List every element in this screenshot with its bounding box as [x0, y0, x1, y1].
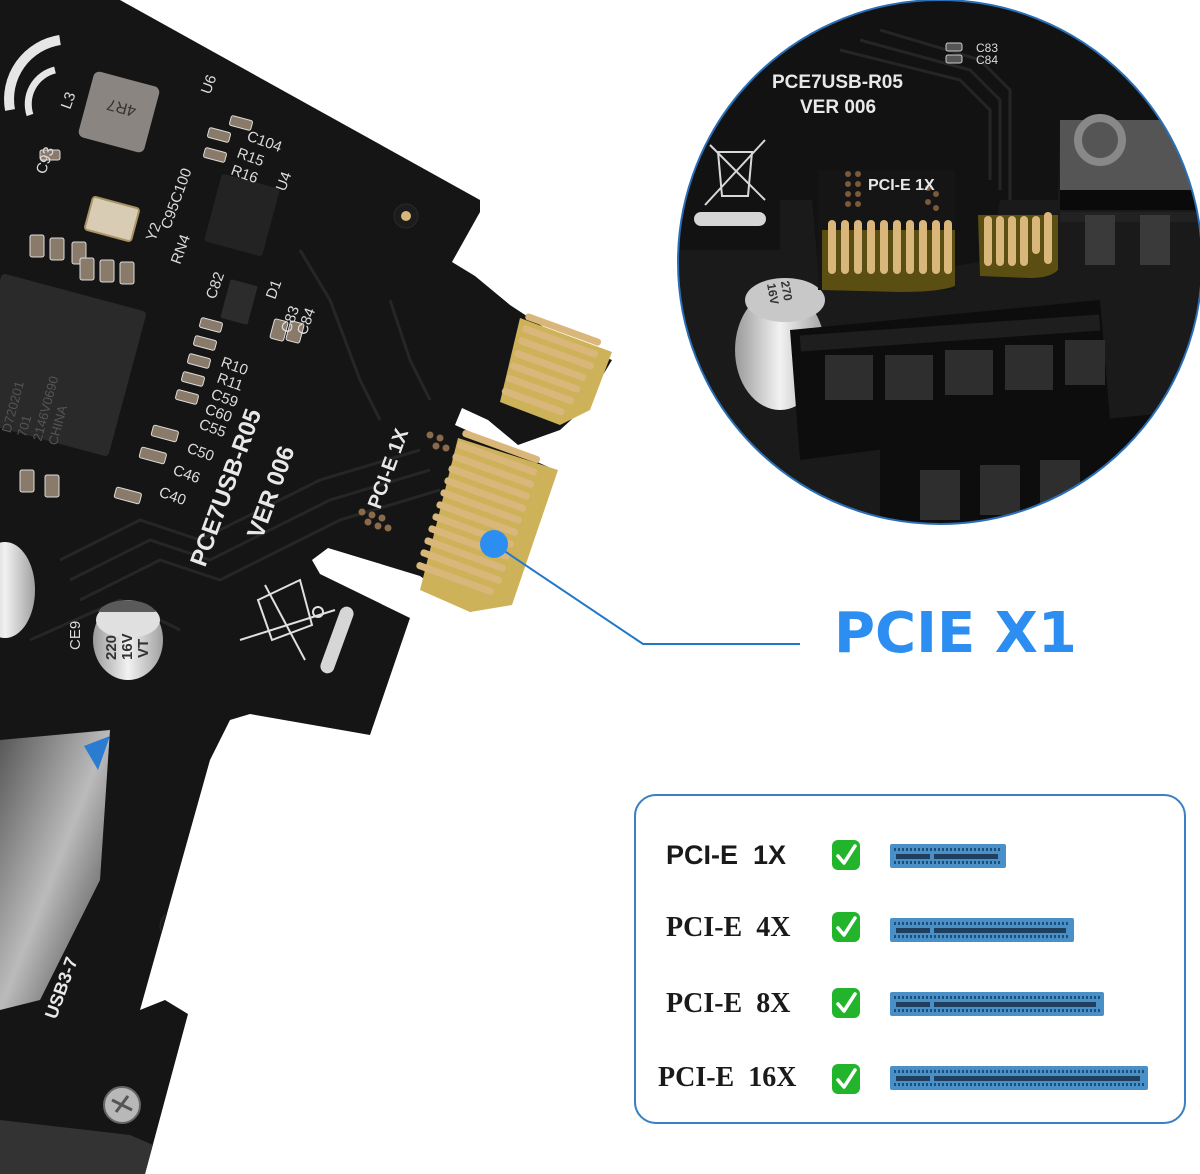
check-icon	[832, 912, 860, 942]
compat-label: PCI-E 16X	[658, 1062, 797, 1093]
check-icon	[832, 988, 860, 1018]
inset-model-label: PCE7USB-R05	[772, 72, 903, 93]
svg-text:16V: 16V	[119, 633, 136, 660]
svg-text:701: 701	[14, 414, 34, 439]
compatibility-panel: PCI-E 1X PCI-E 4X PCI-E 8X PCI-E 16X	[634, 794, 1186, 1124]
svg-text:L3: L3	[58, 90, 80, 111]
check-icon	[832, 1064, 860, 1094]
pcie-x1-slot-icon	[890, 844, 1006, 868]
gold-fingers-short	[500, 313, 612, 425]
svg-text:D1: D1	[263, 278, 286, 302]
svg-text:VT: VT	[135, 639, 152, 658]
svg-text:220: 220	[103, 635, 120, 660]
pcie-x8-slot-icon	[890, 992, 1104, 1016]
callout-label: PCIE X1	[834, 601, 1077, 666]
svg-text:CE9: CE9	[67, 621, 84, 650]
check-icon	[832, 840, 860, 870]
svg-text:270: 270	[778, 280, 795, 302]
callout-pointer	[480, 530, 800, 645]
svg-text:Y2: Y2	[143, 220, 165, 243]
svg-text:C84: C84	[976, 53, 998, 67]
compat-label: PCI-E 4X	[666, 912, 791, 943]
svg-text:U6: U6	[198, 73, 221, 97]
pcie-x16-slot-icon	[890, 1066, 1148, 1090]
compat-label: PCI-E 8X	[666, 988, 791, 1019]
pcie-x4-slot-icon	[890, 918, 1074, 942]
inset-border	[677, 0, 1200, 525]
inset-version-label: VER 006	[800, 97, 876, 118]
inset-interface-label: PCI-E 1X	[868, 177, 935, 194]
compat-label: PCI-E 1X	[666, 840, 787, 870]
svg-text:16V: 16V	[764, 282, 781, 305]
svg-text:C83: C83	[976, 41, 998, 55]
svg-text:U4: U4	[273, 170, 296, 194]
gold-fingers-long	[416, 430, 558, 612]
